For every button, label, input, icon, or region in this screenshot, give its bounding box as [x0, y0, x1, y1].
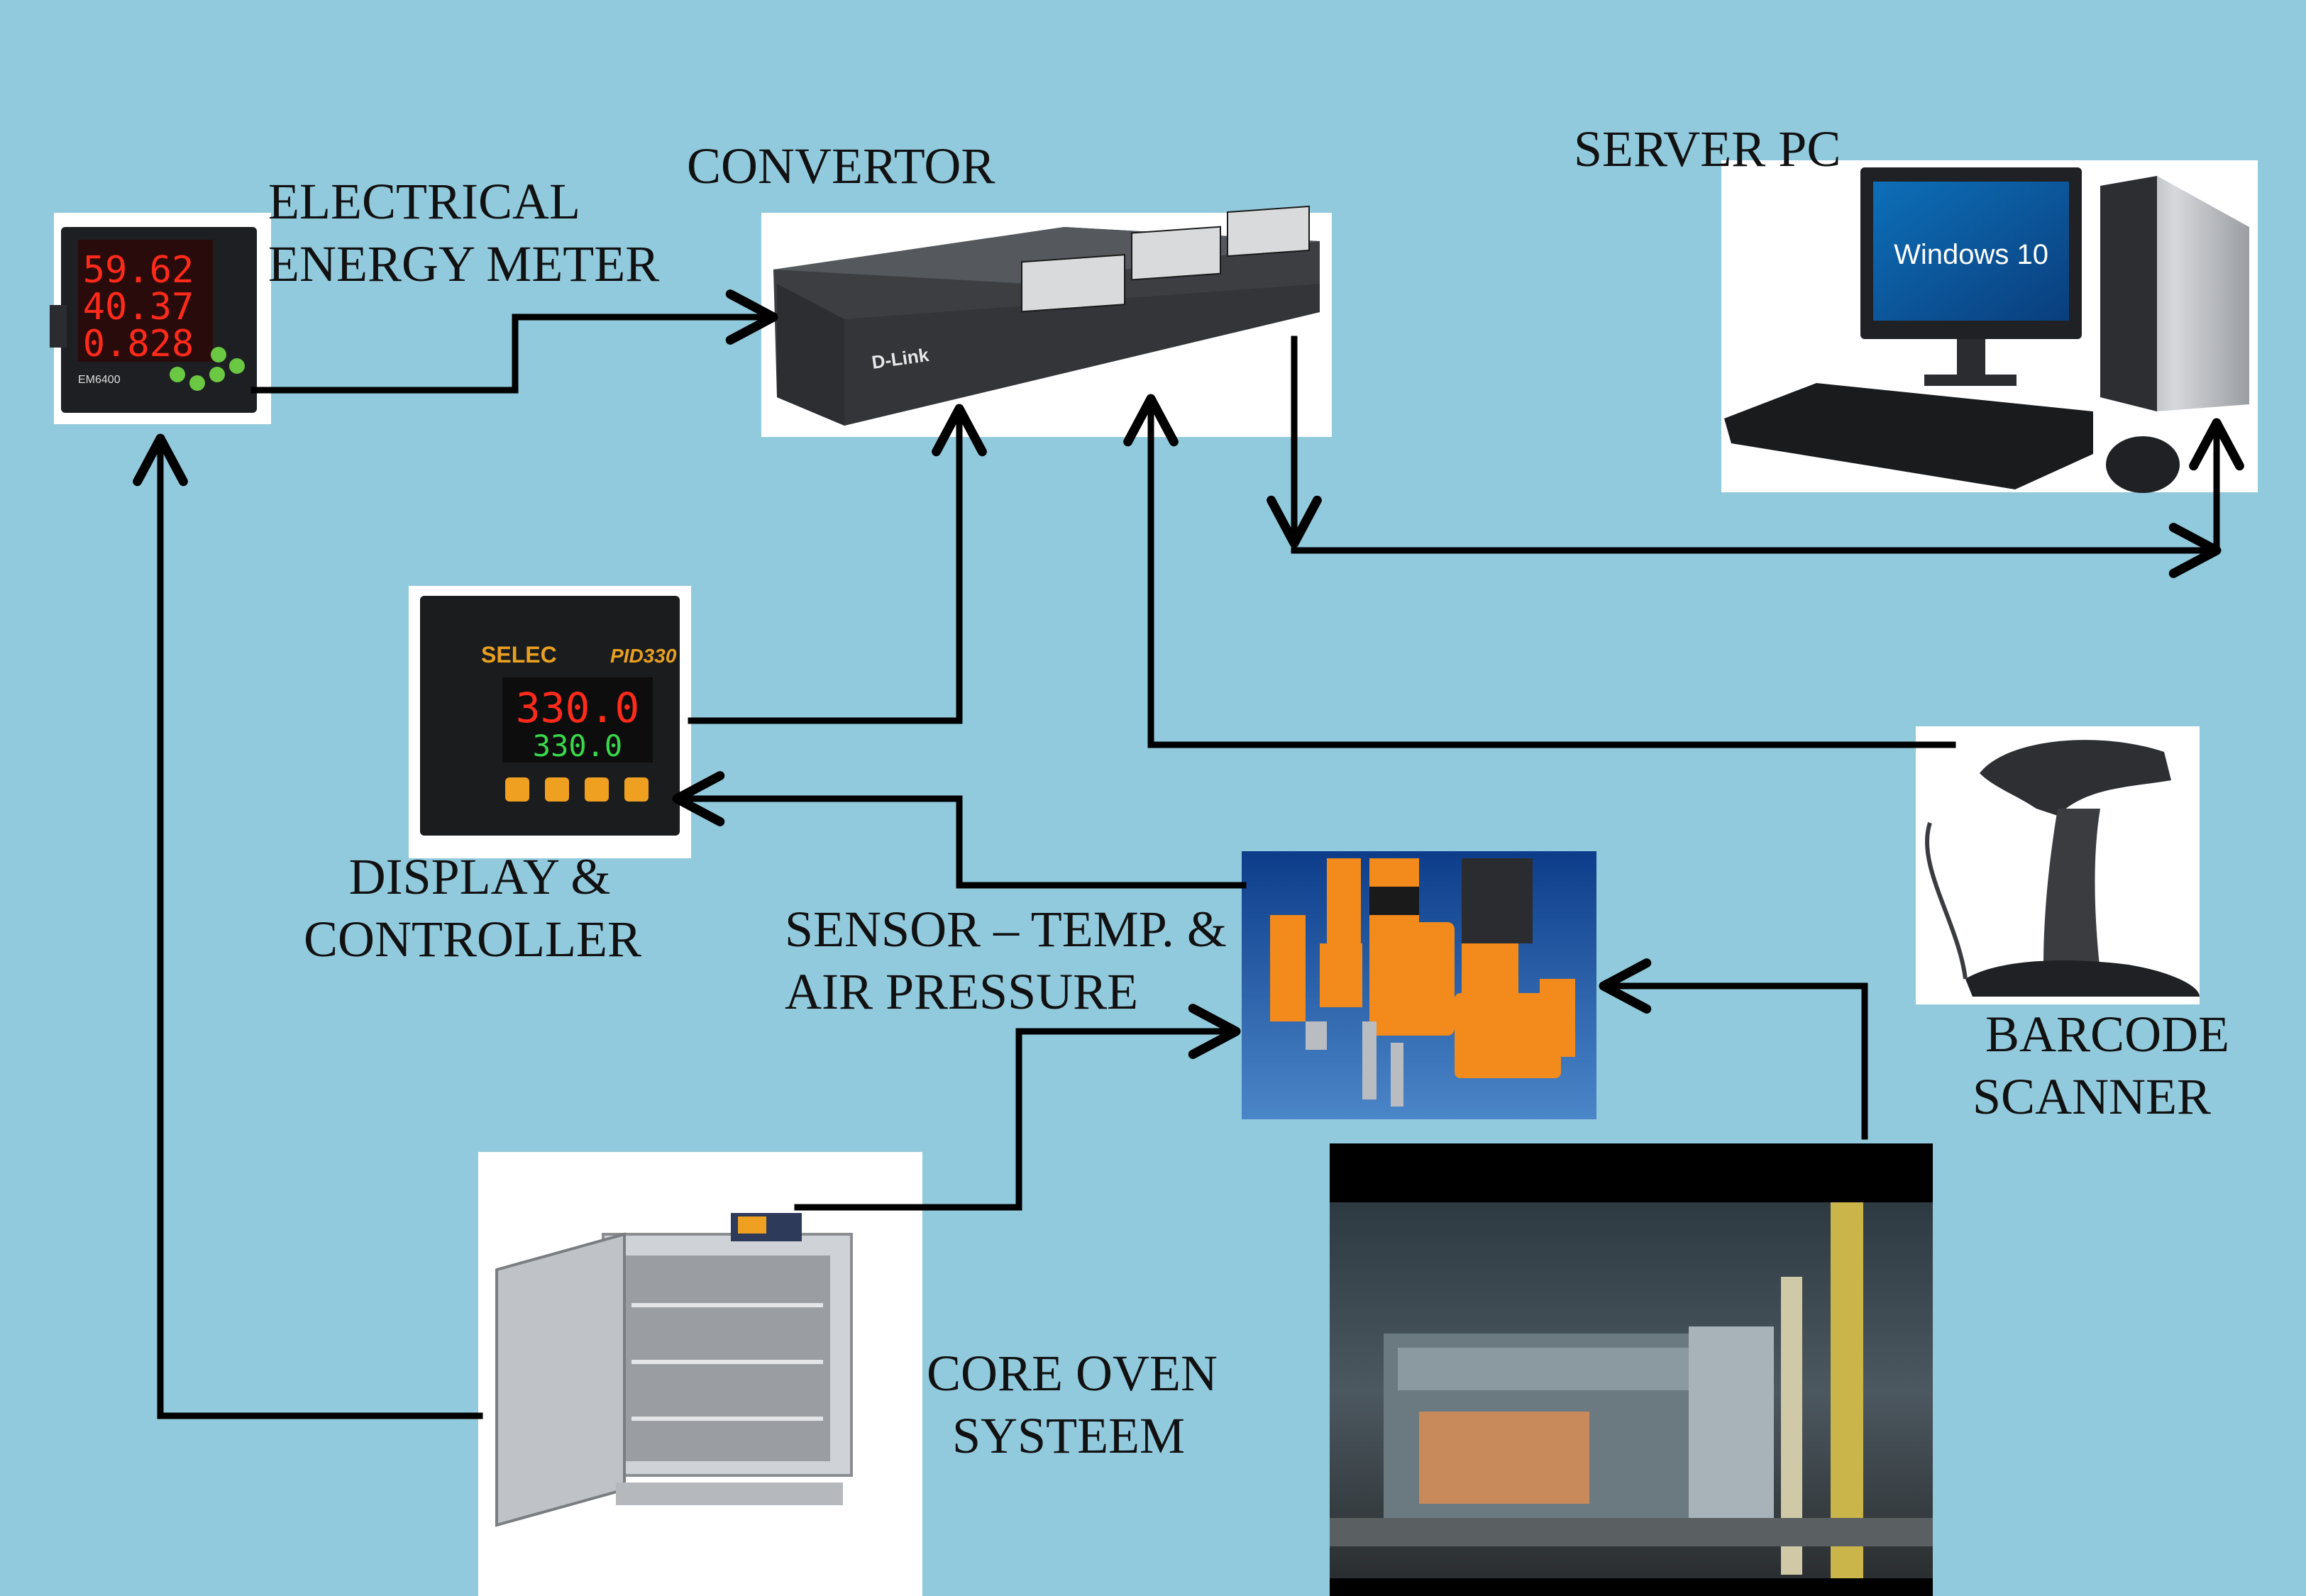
- label-core-oven: CORE OVEN SYSTEEM: [927, 1345, 1218, 1464]
- connector-oven-to-meter: [133, 433, 483, 1419]
- core-oven-icon: [478, 1152, 922, 1596]
- connector-meter-to-convertor: [250, 289, 778, 394]
- connector-sensor-to-controller: [672, 771, 1247, 889]
- network-switch-icon: D-Link: [761, 205, 1332, 437]
- connector-oven-to-sensor: [794, 1004, 1241, 1211]
- sensors-icon: [1242, 851, 1596, 1119]
- factory-oven-photo: [1330, 1143, 1933, 1596]
- controller-brand: SELEC: [481, 642, 557, 667]
- label-display-controller: DISPLAY & CONTROLLER: [304, 848, 641, 968]
- connector-scanner-to-convertor: [1123, 394, 1956, 748]
- meter-row-1: 59.62: [83, 249, 194, 292]
- controller-sv: 330.0: [533, 728, 622, 763]
- server-pc-icon: Windows 10: [1721, 160, 2258, 493]
- controller-model: PID330: [610, 645, 677, 667]
- barcode-scanner-icon: [1916, 726, 2200, 1004]
- label-barcode-scanner: BARCODE SCANNER: [1973, 1006, 2230, 1125]
- meter-model: EM6400: [78, 374, 121, 386]
- controller-pv: 330.0: [516, 684, 640, 732]
- meter-row-3: 0.828: [83, 323, 194, 365]
- connector-factory-to-sensor: [1599, 958, 1868, 1140]
- meter-row-2: 40.37: [83, 286, 194, 328]
- connector-controller-to-convertor: [688, 404, 987, 724]
- pid-controller-icon: SELEC PID330 330.0 330.0: [409, 586, 691, 858]
- label-server-pc: SERVER PC: [1574, 121, 1841, 177]
- monitor-text: Windows 10: [1894, 239, 2048, 270]
- label-sensor: SENSOR – TEMP. & AIR PRESSURE: [785, 901, 1227, 1020]
- label-energy-meter: ELECTRICAL ENERGY METER: [268, 173, 660, 292]
- label-convertor: CONVERTOR: [687, 138, 995, 194]
- energy-meter-icon: 59.62 40.37 0.828 EM6400: [50, 213, 271, 424]
